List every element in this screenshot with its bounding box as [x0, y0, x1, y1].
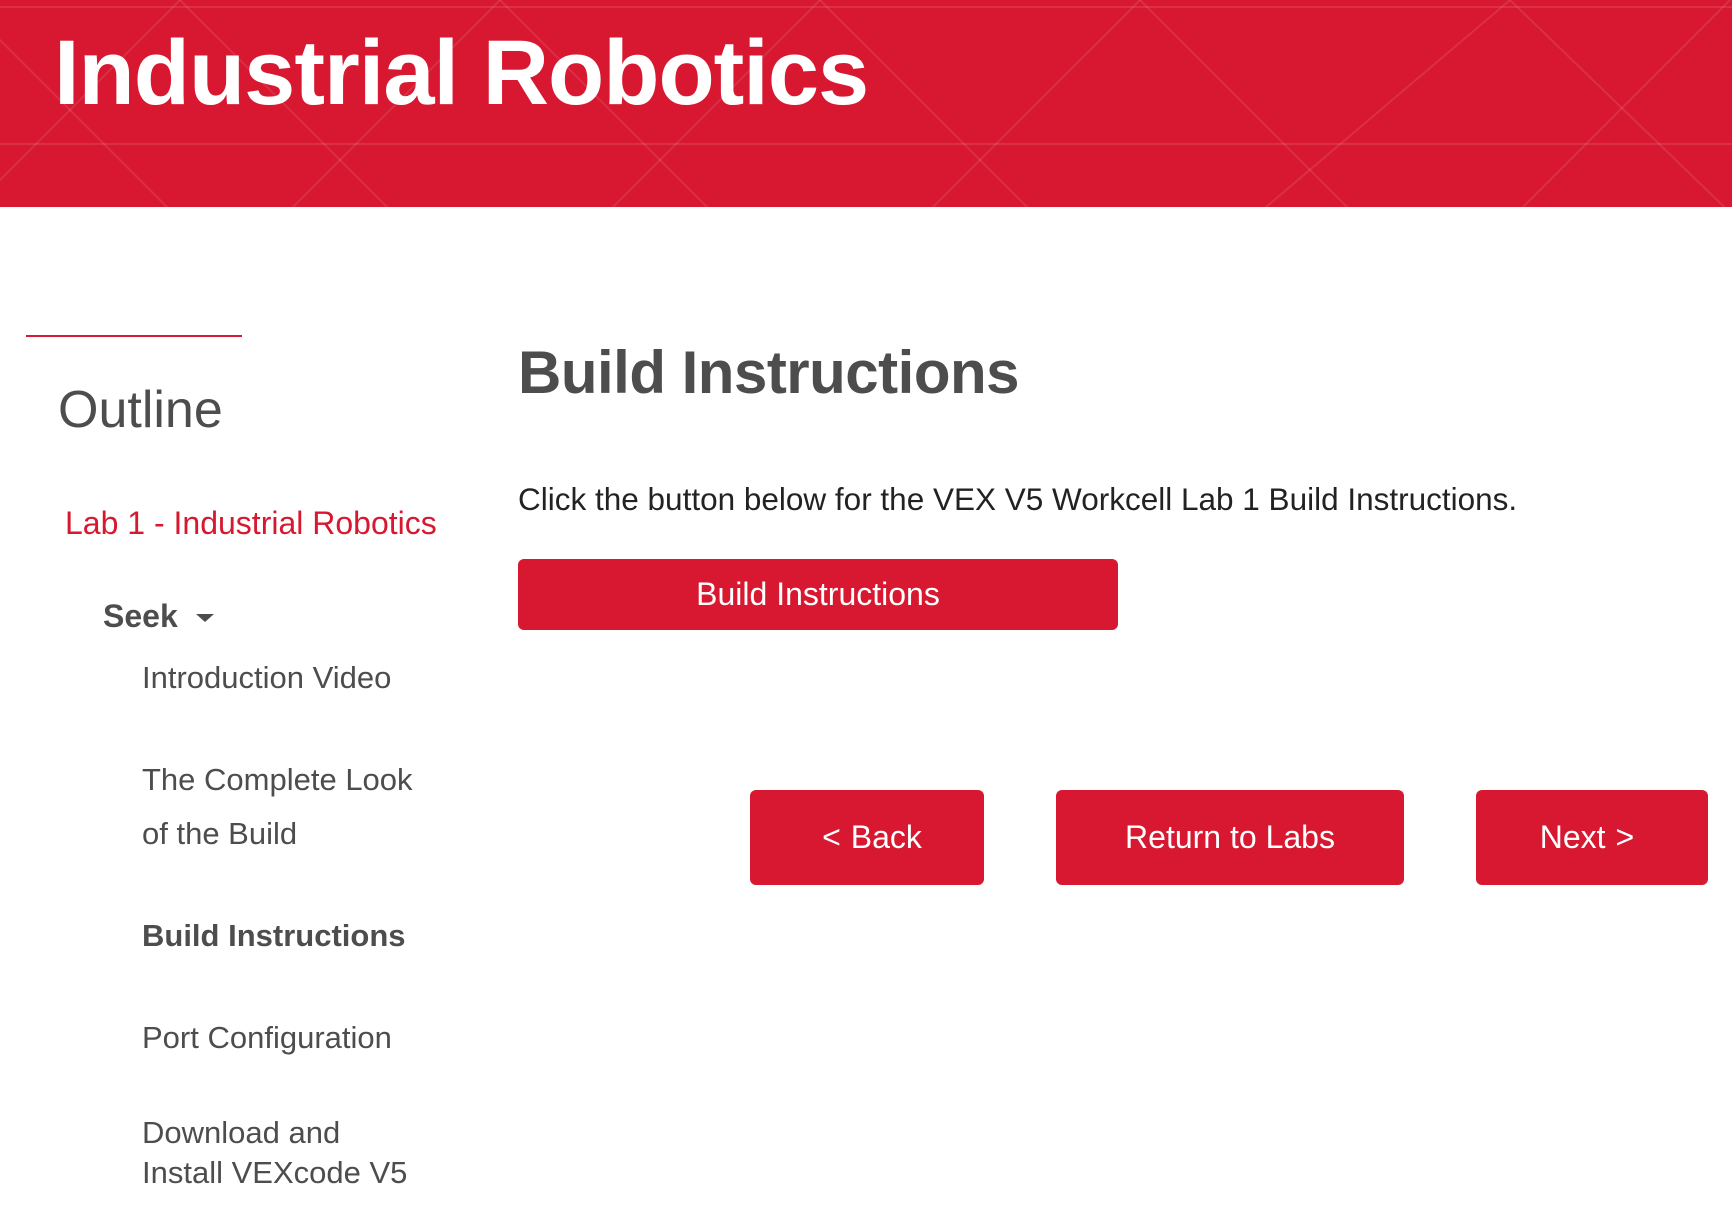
page-title: Build Instructions — [518, 339, 1020, 406]
sidebar-item-label-line2: of the Build — [142, 816, 298, 851]
site-title: Industrial Robotics — [54, 22, 869, 124]
button-label: Build Instructions — [696, 576, 940, 612]
button-label: Back — [850, 819, 922, 855]
sidebar-item-label: Port Configuration — [142, 1020, 392, 1055]
caret-down-icon[interactable] — [195, 614, 214, 622]
sidebar-item-complete-look[interactable]: The Complete Look of the Build — [142, 753, 452, 861]
back-button[interactable]: < Back — [750, 790, 984, 885]
sidebar-item-introduction-video[interactable]: Introduction Video — [142, 651, 452, 705]
sidebar-item-port-configuration[interactable]: Port Configuration — [142, 1011, 452, 1065]
button-label: Return to Labs — [1125, 819, 1335, 855]
next-button[interactable]: Next > — [1476, 790, 1708, 885]
sidebar-item-download-vexcode[interactable]: Download and Install VEXcode V5 — [142, 1113, 452, 1193]
sidebar-item-label-line1: Download and — [142, 1115, 341, 1150]
chevron-left-icon: < — [822, 819, 841, 855]
instructions-text: Click the button below for the VEX V5 Wo… — [518, 481, 1518, 517]
sidebar-divider — [26, 335, 242, 337]
outline-heading: Outline — [58, 381, 223, 439]
page-header: Industrial Robotics — [0, 0, 1732, 207]
build-instructions-button[interactable]: Build Instructions — [518, 559, 1118, 630]
sidebar-lab-link[interactable]: Lab 1 - Industrial Robotics — [65, 505, 437, 541]
button-label: Next — [1539, 819, 1606, 855]
sidebar-item-label-line1: The Complete Look — [142, 762, 413, 797]
sidebar-item-build-instructions[interactable]: Build Instructions — [142, 909, 452, 963]
sidebar-item-label-line2: Install VEXcode V5 — [142, 1155, 408, 1190]
triangle-pattern-decoration — [0, 0, 1732, 207]
chevron-right-icon: > — [1615, 819, 1635, 855]
sidebar-section-seek[interactable]: Seek — [103, 597, 214, 635]
sidebar-item-label: Introduction Video — [142, 660, 392, 695]
section-label: Seek — [103, 598, 178, 634]
return-to-labs-button[interactable]: Return to Labs — [1056, 790, 1404, 885]
sidebar-item-label: Build Instructions — [142, 918, 406, 953]
